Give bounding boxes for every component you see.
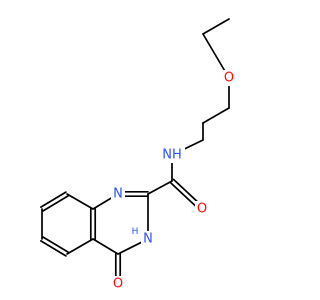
bond-propyl-1 <box>202 107 230 124</box>
atom-keto-oxygen: O <box>111 276 125 292</box>
atom-ring-nitrogen-3-label: N <box>143 232 153 247</box>
atom-amide-oxygen-label: O <box>197 202 207 217</box>
atom-ring-nitrogen-1-label: N <box>113 187 123 202</box>
bond-c8-c7-a <box>40 191 67 208</box>
atom-ring-nitrogen-3-hydrogen: H <box>130 226 140 238</box>
structure-diagram: O NH O N N H <box>40 18 236 292</box>
bond-c8a-c8 <box>66 193 94 210</box>
atom-ring-nitrogen-3: N <box>141 231 155 247</box>
atom-amide-oxygen: O <box>195 201 209 217</box>
bond-layer <box>40 18 230 285</box>
atom-keto-oxygen-label: O <box>113 277 123 292</box>
atom-layer: O NH O N N H <box>111 70 236 292</box>
bond-amide-ring <box>147 180 173 195</box>
atom-ring-nitrogen-1: N <box>111 186 125 202</box>
atom-amide-nitrogen: NH <box>159 147 185 163</box>
atom-ether-oxygen: O <box>222 70 236 86</box>
bond-c4-c4a <box>92 238 119 255</box>
atom-ether-oxygen-label: O <box>224 71 234 86</box>
bond-ethyl <box>202 18 230 35</box>
atom-amide-nitrogen-label: NH <box>162 148 182 163</box>
bond-c8-c7-b <box>42 195 69 212</box>
bond-c6-c5-b <box>42 236 69 253</box>
bond-c5-c4a <box>66 238 94 255</box>
molecule-canvas: O NH O N N H <box>40 18 236 292</box>
atom-ring-nitrogen-3-hydrogen-label: H <box>132 227 139 237</box>
bond-c6-c5-a <box>40 240 67 257</box>
